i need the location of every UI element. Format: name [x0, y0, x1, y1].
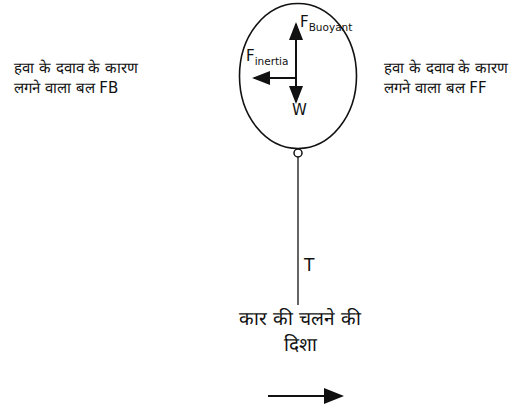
force-label: Finertia: [246, 46, 288, 68]
pressure-force-label: हवा के दवाव के कारण लगने वाला बल FB: [14, 58, 144, 99]
tension-label: T: [304, 254, 334, 277]
balloon: FBuoyantFinertiaW: [238, 2, 358, 150]
direction-arrow: [268, 395, 342, 397]
pressure-force-label: हवा के दवाव के कारण लगने वाला बल FF: [384, 58, 514, 99]
balloon-knot: [294, 149, 302, 157]
string: [297, 157, 298, 305]
direction-caption: कार की चलने की दिशा: [222, 306, 378, 357]
force-label: W: [292, 100, 307, 120]
force-label: FBuoyant: [300, 12, 352, 34]
